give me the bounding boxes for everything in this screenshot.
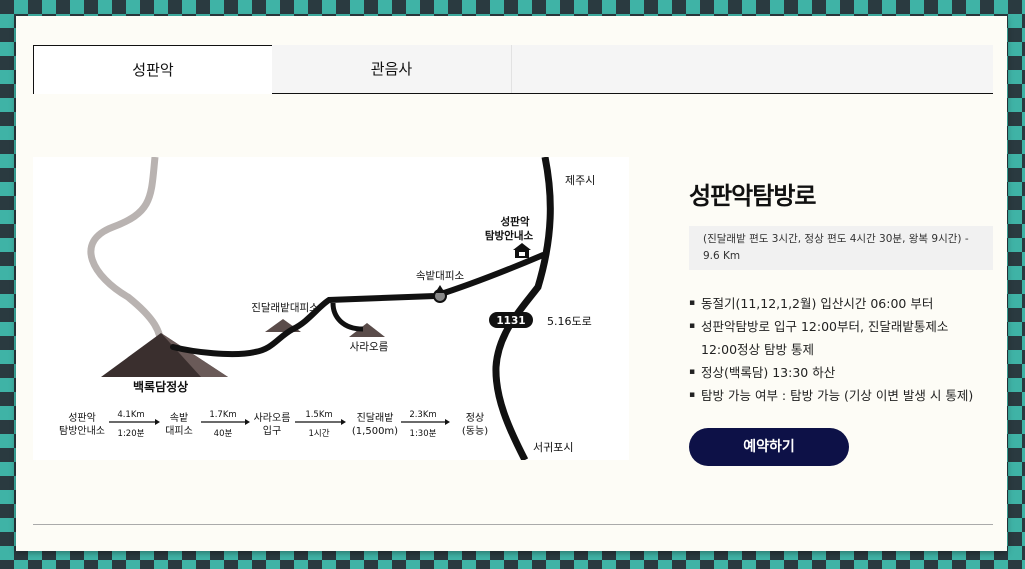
trail-note-continuation: 12:00정상 탐방 통제 [701,342,814,357]
rest-area-pin-icon [435,285,445,293]
bottom-divider [33,524,993,525]
route-stop-name: 진달래밭 [357,412,394,424]
trail-map: 1131 5.16도로 제주시 서귀포시 성판악 탐방안내소 속밭대피소 진달래… [33,157,629,460]
road-5-16-line [492,157,554,460]
trail-summary: (진달래밭 편도 3시간, 정상 편도 4시간 30분, 왕복 9시간) - 9… [689,226,993,270]
arrow-right-icon [445,419,450,425]
route-stop-name: (동능) [462,425,488,437]
seongpanak-trail-line [170,252,546,358]
tab-gwaneumsa[interactable]: 관음사 [272,45,512,93]
route-strip: 성판악 탐방안내소 4.1Km 1:20분 속밭 대피소 1.7Km 40분 사… [59,410,488,439]
visitor-center-house-icon [513,243,531,258]
route-stop-name: 사라오름 [254,412,291,424]
city-south: 서귀포시 [533,441,573,454]
reserve-button[interactable]: 예약하기 [689,428,849,466]
tab-seongpanak[interactable]: 성판악 [33,45,273,94]
trail-tabs: 성판악 관음사 [33,45,993,94]
trail-note: 성판악탐방로 입구 12:00부터, 진달래밭통제소 [689,315,993,338]
trail-info-panel: 성판악탐방로 (진달래밭 편도 3시간, 정상 편도 4시간 30분, 왕복 9… [689,176,993,466]
visitor-center-label-1: 성판악 [501,215,530,228]
route-stop-name: 속밭 [170,412,188,424]
route-leg-time: 1시간 [308,428,329,439]
gwaneumsa-trail-line [87,157,165,353]
route-stop-name: 탐방안내소 [59,425,105,437]
jindallae-label: 진달래밭대피소 [251,302,319,314]
arrow-right-icon [245,419,250,425]
arrow-right-icon [341,419,346,425]
route-stop-name: (1,500m) [352,426,398,437]
road-number: 1131 [496,315,525,327]
route-leg-time: 40분 [214,429,233,439]
trail-map-graphic: 1131 5.16도로 제주시 서귀포시 성판악 탐방안내소 속밭대피소 진달래… [59,157,595,460]
city-north: 제주시 [565,174,595,187]
sara-oreum-branch-line [330,302,364,332]
route-leg-time: 1:20분 [118,429,145,439]
trail-note: 정상(백록담) 13:30 하산 [689,361,993,384]
sara-oreum-label: 사라오름 [350,341,389,353]
route-leg-distance: 2.3Km [409,410,436,420]
trail-notes-list: 동절기(11,12,1,2월) 입산시간 06:00 부터 성판악탐방로 입구 … [689,292,993,407]
route-stop-name: 대피소 [165,425,193,437]
rest-area-label: 속밭대피소 [416,270,465,282]
trail-title: 성판악탐방로 [689,182,816,210]
trail-note: 동절기(11,12,1,2월) 입산시간 06:00 부터 [689,292,993,315]
route-stop-name: 입구 [263,424,281,437]
route-leg-distance: 1.7Km [209,410,236,420]
content-card: 성판악 관음사 1131 [16,16,1007,551]
sara-oreum-hill-icon [349,323,385,337]
route-leg-distance: 4.1Km [117,410,144,420]
route-leg-time: 1:30분 [410,429,437,439]
route-leg-distance: 1.5Km [305,410,332,420]
summit-mountain-shade [161,333,228,377]
road-name: 5.16도로 [547,315,592,328]
road-number-badge [489,312,533,328]
trail-note: 탐방 가능 여부 : 탐방 가능 (기상 이변 발생 시 통제) [689,384,993,407]
summit-label: 백록담정상 [133,379,188,394]
route-stop-name: 정상 [466,412,484,424]
arrow-right-icon [155,419,160,425]
visitor-center-label-2: 탐방안내소 [485,229,534,242]
route-stop-name: 성판악 [68,412,96,424]
